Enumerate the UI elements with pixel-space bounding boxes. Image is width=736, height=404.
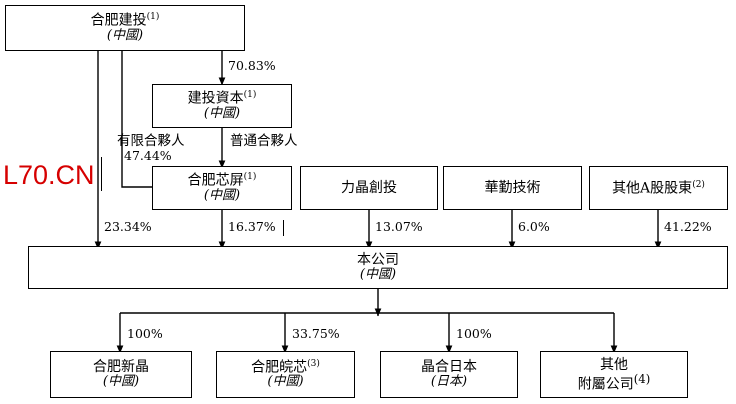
node-other-subsidiaries-name: 其他 [600,356,628,373]
edge-jiantou-to-xinping [121,50,164,191]
node-company-name: 本公司 [357,251,399,268]
node-other-a-shares[interactable]: 其他A股股東(2) [589,166,728,210]
node-hefei-xinping[interactable]: 合肥芯屏(1) (中國) [152,166,292,210]
node-huaqin-jishu-name: 華勤技術 [484,179,541,196]
node-hefei-wanxin-name: 合肥皖芯(3) [251,358,320,376]
edge-label-16-37: 16.37% [228,219,276,234]
edge-label-41-22: 41.22% [664,219,712,234]
edge-label-6-0: 6.0% [518,219,550,234]
node-jinghe-riben-name: 晶合日本 [421,358,477,375]
node-other-a-shares-name: 其他A股股東(2) [612,179,705,197]
edge-label-33-75: 33.75% [292,326,340,341]
edge-label-100-xinjing: 100% [127,326,163,341]
edge-label-47-44: 47.44% [124,148,172,163]
text-caret-artifact [101,157,102,191]
edge-label-23-34: 23.34% [104,219,152,234]
edge-label-70-83: 70.83% [228,58,276,73]
node-lijing-chuangtou-name: 力晶創投 [341,179,397,196]
node-jinghe-riben[interactable]: 晶合日本 (日本) [380,351,518,398]
edge-label-limited-partner: 有限合夥人 [117,133,185,149]
node-company[interactable]: 本公司 (中國) [28,246,728,289]
node-hefei-xinping-country: (中國) [203,187,241,203]
node-hefei-wanxin-country: (中國) [267,374,304,390]
node-hefei-jiantou-name: 合肥建投(1) [90,12,160,29]
node-hefei-jiantou[interactable]: 合肥建投(1) (中國) [5,5,245,51]
node-huaqin-jishu[interactable]: 華勤技術 [443,166,582,210]
watermark-text: L70.CN [3,160,95,190]
text-caret-artifact-secondary [283,220,284,236]
edge-label-100-riben: 100% [456,326,492,341]
node-jiantou-ziben[interactable]: 建投資本(1) (中國) [152,84,292,128]
node-hefei-xinjing-country: (中國) [102,374,140,390]
node-hefei-xinjing[interactable]: 合肥新晶 (中國) [50,351,192,398]
node-hefei-wanxin[interactable]: 合肥皖芯(3) (中國) [216,351,355,398]
node-hefei-xinjing-name: 合肥新晶 [93,358,149,375]
node-hefei-xinping-name: 合肥芯屏(1) [187,172,257,189]
node-lijing-chuangtou[interactable]: 力晶創投 [300,166,438,210]
node-other-subsidiaries-name2: 附屬公司(4) [577,371,651,393]
edge-label-general-partner: 普通合夥人 [230,133,298,149]
edge-label-13-07: 13.07% [375,219,423,234]
node-jinghe-riben-country: (日本) [430,374,468,390]
node-jiantou-ziben-name: 建投資本(1) [187,90,257,107]
node-jiantou-ziben-country: (中國) [203,105,241,121]
node-company-country: (中國) [359,267,397,283]
node-hefei-jiantou-country: (中國) [106,27,144,43]
node-other-subsidiaries[interactable]: 其他 附屬公司(4) [540,351,688,398]
